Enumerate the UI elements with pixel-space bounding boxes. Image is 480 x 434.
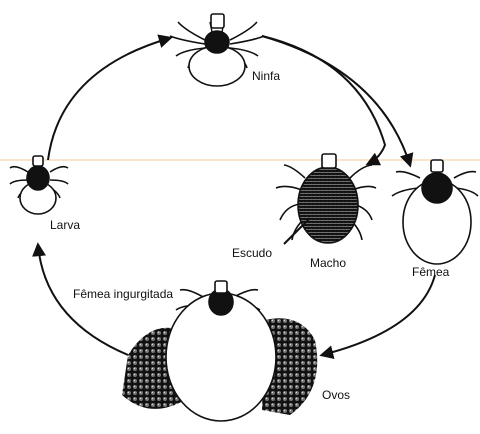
label-femea-ingurgitada: Fêmea ingurgitada — [73, 287, 173, 301]
tick-nymph-icon — [170, 14, 264, 86]
arrow-ninfa-to-femea — [262, 36, 410, 165]
label-ovos: Ovos — [322, 388, 350, 402]
tick-engorged-female-icon — [166, 281, 276, 421]
arrow-larva-to-ninfa — [48, 38, 170, 160]
tick-male-icon — [276, 154, 376, 243]
label-ninfa: Ninfa — [252, 69, 280, 83]
label-femea: Fêmea — [412, 265, 450, 279]
label-escudo: Escudo — [232, 246, 272, 260]
arrow-femea-to-ovos — [322, 275, 435, 355]
arrow-ninfa-to-macho — [262, 36, 385, 164]
label-macho: Macho — [310, 256, 346, 270]
tick-female-icon — [392, 160, 478, 264]
label-larva: Larva — [50, 218, 80, 232]
tick-larva-icon — [10, 156, 68, 214]
